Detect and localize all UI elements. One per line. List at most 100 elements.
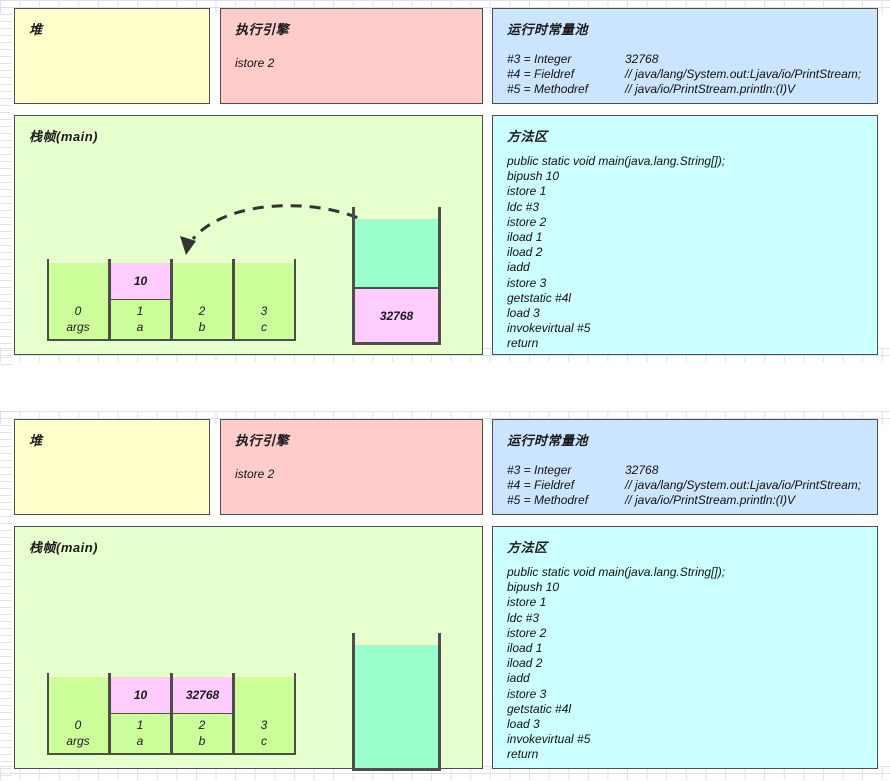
- slot-wall-right: [294, 259, 296, 341]
- rcp-entry-value: 32768: [625, 463, 659, 477]
- slot-name: args: [66, 734, 90, 748]
- local-variable-table: 0 args 10 1 a 32768: [47, 673, 296, 755]
- slot-floor: [109, 339, 171, 341]
- slot-floor: [171, 753, 233, 755]
- slot-wall-left: [233, 259, 235, 341]
- code-line: ldc #3: [507, 610, 540, 625]
- slot-fill: [49, 263, 108, 339]
- slot-fill: [49, 677, 108, 753]
- heap-box: 堆: [14, 8, 210, 104]
- slot-index: 0: [74, 718, 82, 732]
- code-line: return: [507, 747, 539, 762]
- operand-stack-value: 32768: [355, 287, 438, 342]
- operand-stack: 32768: [352, 207, 441, 345]
- slot-name: a: [136, 734, 144, 748]
- execution-engine-box: 执行引擎 istore 2: [220, 419, 483, 515]
- code-line: iload 2: [507, 656, 543, 671]
- method-area-box: 方法区 public static void main(java.lang.St…: [492, 526, 878, 769]
- lvt-slot-1: 10 1 a: [109, 673, 172, 755]
- slot-name: b: [198, 320, 206, 334]
- operand-stack-wall-left: [352, 633, 355, 771]
- rcp-entry: #5 = Methodref // java/io/PrintStream.pr…: [507, 493, 865, 508]
- rcp-entry-key: #4 = Fieldref: [507, 478, 575, 493]
- operand-stack-wall-right: [438, 207, 441, 345]
- code-line: istore 1: [507, 595, 547, 610]
- code-line: load 3: [507, 717, 540, 732]
- code-line: invokevirtual #5: [507, 321, 591, 336]
- slot-index: 1: [136, 304, 144, 318]
- operand-stack-wall-right: [438, 633, 441, 771]
- rcp-entry-key: #5 = Methodref: [507, 493, 589, 508]
- slot-fill: [173, 263, 232, 339]
- execution-engine-instruction: istore 2: [235, 56, 275, 70]
- method-area-box: 方法区 public static void main(java.lang.St…: [492, 115, 878, 355]
- slot-labels: 0 args: [47, 717, 109, 755]
- lvt-slot-0: 0 args: [47, 673, 110, 755]
- slot-floor: [47, 339, 109, 341]
- rcp-entry-key: #3 = Integer: [507, 463, 572, 477]
- slot-name: a: [136, 320, 144, 334]
- code-line: iload 1: [507, 641, 543, 656]
- execution-engine-instruction: istore 2: [235, 467, 275, 481]
- operand-stack-empty-fill: [355, 645, 438, 768]
- slot-labels: 3 c: [233, 303, 295, 341]
- code-line: istore 3: [507, 686, 547, 701]
- code-line: iadd: [507, 671, 530, 686]
- slot-index: 0: [74, 304, 82, 318]
- operand-stack-floor: [352, 342, 441, 345]
- slot-index: 1: [136, 718, 144, 732]
- rcp-entry: #4 = Fieldref // java/lang/System.out:Lj…: [507, 67, 865, 82]
- slot-name: c: [261, 320, 267, 334]
- code-line: istore 2: [507, 625, 547, 640]
- code-line: public static void main(java.lang.String…: [507, 154, 726, 168]
- slot-wall-left: [109, 673, 111, 755]
- slot-labels: 3 c: [233, 717, 295, 755]
- lvt-slot-3: 3 c: [233, 259, 296, 341]
- code-line: istore 2: [507, 214, 547, 229]
- rcp-entry: #4 = Fieldref // java/lang/System.out:Lj…: [507, 478, 865, 493]
- rcp-entry-value: // java/io/PrintStream.println:(I)V: [625, 82, 796, 97]
- lvt-slot-1: 10 1 a: [109, 259, 172, 341]
- slot-index: 3: [260, 304, 268, 318]
- lvt-slot-2: 2 b: [171, 259, 234, 341]
- code-line: istore 3: [507, 275, 547, 290]
- code-line: ldc #3: [507, 199, 540, 214]
- runtime-constant-pool-box: 运行时常量池 #3 = Integer 32768 #4 = Fieldref …: [492, 8, 878, 104]
- diagram-step-1: 堆 执行引擎 istore 2 运行时常量池 #3 = Integer 3276…: [0, 0, 890, 368]
- runtime-constant-pool-title: 运行时常量池: [507, 433, 589, 448]
- rcp-entry-value: // java/lang/System.out:Ljava/io/PrintSt…: [625, 478, 862, 493]
- code-line: getstatic #4l: [507, 701, 572, 716]
- rcp-entry-value: // java/io/PrintStream.println:(I)V: [625, 493, 796, 508]
- slot-wall-left: [233, 673, 235, 755]
- slot-wall-left: [171, 259, 173, 341]
- lvt-slot-0: 0 args: [47, 259, 110, 341]
- method-area-title: 方法区: [507, 129, 548, 144]
- code-line: load 3: [507, 306, 540, 321]
- slot-floor: [171, 339, 233, 341]
- slot-index: 2: [198, 718, 206, 732]
- stack-frame-title: 栈帧(main): [29, 129, 99, 144]
- rcp-entry: #3 = Integer 32768: [507, 52, 865, 67]
- operand-stack-floor: [352, 768, 441, 771]
- rcp-entry-key: #4 = Fieldref: [507, 67, 575, 82]
- slot-floor: [233, 753, 295, 755]
- runtime-constant-pool-box: 运行时常量池 #3 = Integer 32768 #4 = Fieldref …: [492, 419, 878, 515]
- diagram-step-2: 堆 执行引擎 istore 2 运行时常量池 #3 = Integer 3276…: [0, 411, 890, 781]
- code-line: public static void main(java.lang.String…: [507, 565, 726, 579]
- operand-stack-wall-left: [352, 207, 355, 345]
- slot-floor: [233, 339, 295, 341]
- slot-labels: 0 args: [47, 303, 109, 341]
- heap-title: 堆: [29, 433, 43, 448]
- slot-floor: [47, 753, 109, 755]
- slot-index: 3: [260, 718, 268, 732]
- slot-name: args: [66, 320, 90, 334]
- rcp-entry: #5 = Methodref // java/io/PrintStream.pr…: [507, 82, 865, 97]
- slot-value: 32768: [173, 677, 232, 714]
- execution-engine-title: 执行引擎: [235, 22, 290, 37]
- slot-labels: 2 b: [171, 303, 233, 341]
- code-line: istore 1: [507, 184, 547, 199]
- method-area-title: 方法区: [507, 540, 548, 555]
- slot-labels: 1 a: [109, 717, 171, 755]
- heap-title: 堆: [29, 22, 43, 37]
- code-line: invokevirtual #5: [507, 732, 591, 747]
